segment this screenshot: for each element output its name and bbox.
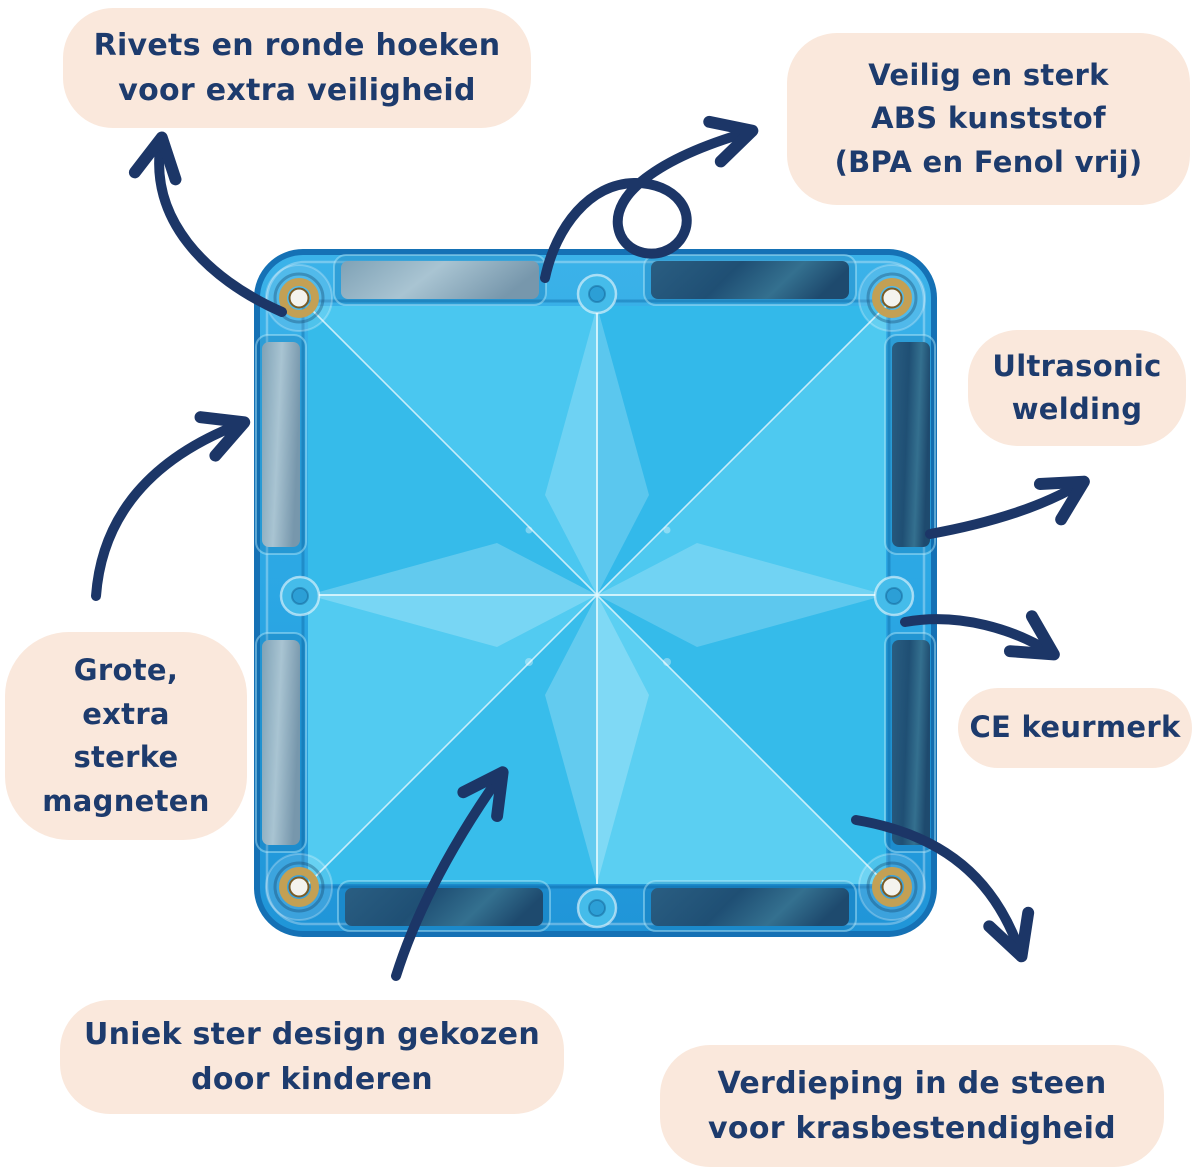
star-panel — [307, 305, 887, 885]
pin-marks — [525, 526, 671, 666]
magnet-bar — [892, 342, 930, 547]
arrow-ultrasonic — [925, 475, 1090, 539]
arrow-magneten — [91, 411, 251, 601]
callout-star-design: Uniek ster design gekozen door kinderen — [60, 1000, 564, 1114]
magnet-bar — [345, 888, 543, 926]
callout-ce-mark: CE keurmerk — [958, 688, 1192, 768]
callout-line: magneten — [42, 783, 210, 818]
callout-line: Verdieping in de steen — [717, 1066, 1107, 1101]
callout-line: CE keurmerk — [969, 710, 1181, 745]
callout-line: voor extra veiligheid — [118, 73, 476, 108]
magnet-bar — [651, 261, 849, 299]
callout-line: Rivets en ronde hoeken — [93, 28, 501, 63]
callout-line: Grote, — [73, 653, 179, 687]
callout-rivets: Rivets en ronde hoeken voor extra veilig… — [63, 8, 531, 128]
callout-line: sterke — [73, 740, 179, 774]
magnet-bar — [892, 640, 930, 845]
callout-line: ABS kunststof — [871, 101, 1106, 136]
callout-line: Ultrasonic — [992, 348, 1162, 383]
callout-line: welding — [1011, 392, 1143, 426]
magnet-bar — [651, 888, 849, 926]
callout-abs-plastic: Veilig en sterk ABS kunststof (BPA en Fe… — [787, 33, 1190, 205]
magnet-slots — [255, 254, 936, 932]
magnet-bar — [341, 261, 539, 299]
callout-recessed-surface: Verdieping in de steen voor krasbestendi… — [660, 1045, 1164, 1167]
callout-line: voor krasbestendigheid — [708, 1111, 1116, 1146]
callout-line: Uniek ster design gekozen — [83, 1017, 540, 1052]
callout-line: extra — [82, 696, 170, 731]
callout-line: door kinderen — [191, 1062, 433, 1097]
magnet-bar — [262, 342, 300, 547]
callout-line: Veilig en sterk — [868, 57, 1109, 92]
magnet-bar — [262, 640, 300, 845]
magnetic-tile-image — [254, 249, 937, 937]
callout-ultrasonic-welding: Ultrasonic welding — [968, 330, 1186, 446]
callout-magnets: Grote, extra sterke magneten — [5, 632, 247, 840]
callout-line: (BPA en Fenol vrij) — [834, 144, 1143, 179]
edge-bosses — [279, 273, 915, 929]
